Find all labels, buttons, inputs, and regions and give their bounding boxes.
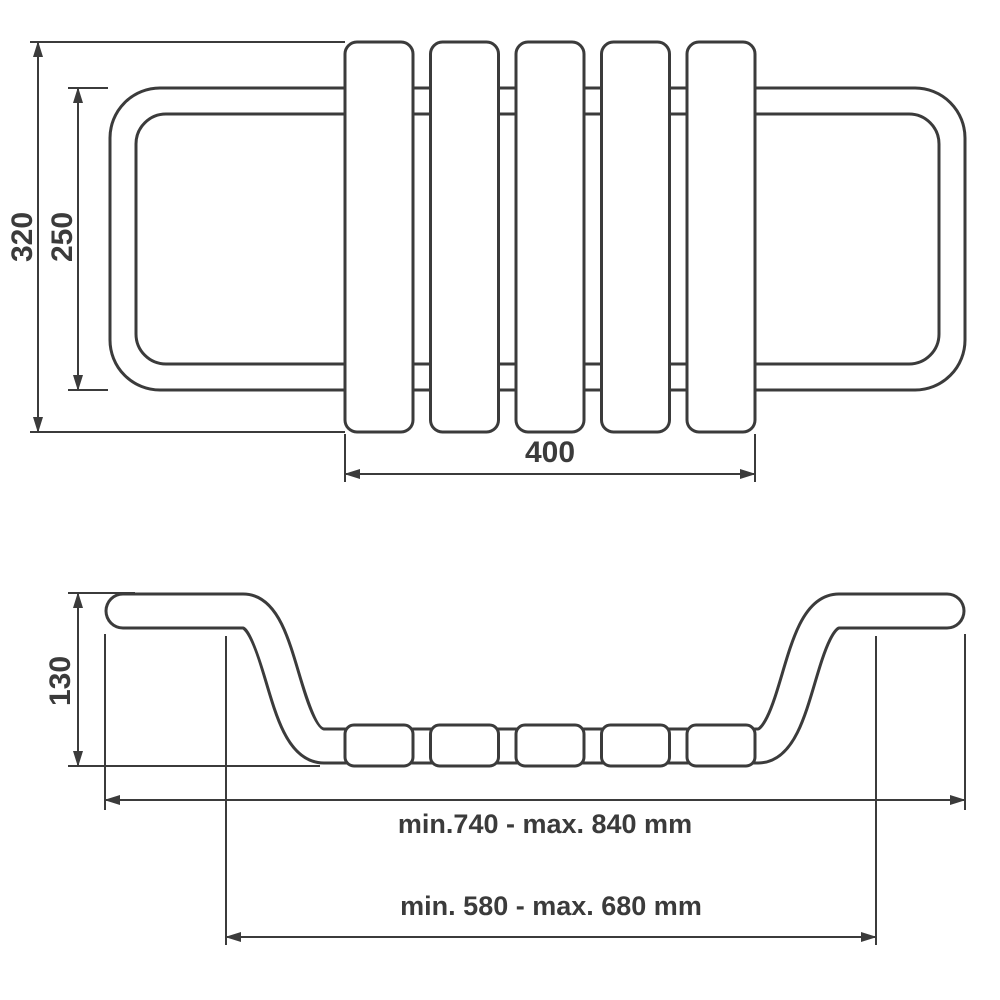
dim-label-inner-width: min. 580 - max. 680 mm [400, 891, 702, 921]
slat-edge [600, 723, 671, 768]
slat [343, 40, 415, 434]
slats-side-view [343, 723, 757, 768]
dim-label-outer-width: min.740 - max. 840 mm [398, 809, 692, 839]
slat [600, 40, 671, 434]
slat [429, 40, 500, 434]
slat-edge [343, 723, 415, 768]
slat [685, 40, 757, 434]
top-view: 320 250 400 [6, 40, 967, 482]
dim-label-400: 400 [525, 436, 575, 469]
dim-label-320: 320 [6, 212, 39, 262]
side-view: 130 min.740 - max. 840 mm min. 580 - max… [44, 592, 966, 945]
dim-label-130: 130 [44, 656, 77, 706]
slat [514, 40, 586, 434]
slat-edge [429, 723, 500, 768]
dim-label-250: 250 [46, 212, 79, 262]
slats-top-view [343, 40, 757, 434]
slat-edge [514, 723, 586, 768]
slat-edge [685, 723, 757, 768]
